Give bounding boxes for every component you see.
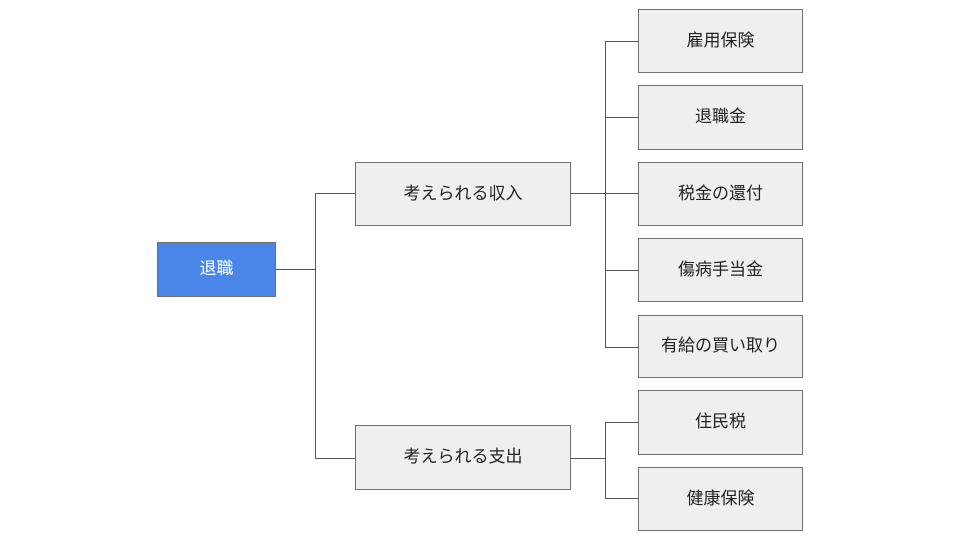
- income-child-connector-5: [605, 347, 638, 348]
- income-child-connector-3: [605, 193, 638, 194]
- leaf-node-paid-leave-buyout: 有給の買い取り: [638, 315, 803, 378]
- income-child-connector-4: [605, 270, 638, 271]
- expense-connector: [315, 458, 355, 459]
- income-children-stem: [570, 193, 605, 194]
- leaf-node-resident-tax: 住民税: [638, 390, 803, 455]
- leaf-node-sickness-allowance: 傷病手当金: [638, 238, 803, 302]
- expense-child-connector-1: [605, 422, 638, 423]
- expense-children-trunk: [605, 422, 606, 498]
- income-child-connector-1: [605, 41, 638, 42]
- leaf-node-employment-insurance: 雇用保険: [638, 9, 803, 73]
- leaf-node-label: 健康保険: [686, 488, 755, 509]
- income-children-trunk: [605, 41, 606, 347]
- branch-node-income-label: 考えられる収入: [403, 183, 523, 204]
- root-connector: [275, 269, 315, 270]
- leaf-node-tax-refund: 税金の還付: [638, 162, 803, 226]
- leaf-node-label: 住民税: [695, 412, 746, 432]
- leaf-node-label: 税金の還付: [678, 183, 763, 204]
- income-connector: [315, 193, 355, 194]
- leaf-node-label: 退職金: [695, 107, 746, 127]
- leaf-node-label: 有給の買い取り: [661, 336, 780, 356]
- root-node-label: 退職: [199, 259, 234, 279]
- branch-trunk: [315, 193, 316, 458]
- branch-node-expense: 考えられる支出: [355, 425, 571, 490]
- income-child-connector-2: [605, 117, 638, 118]
- branch-node-income: 考えられる収入: [355, 162, 571, 226]
- branch-node-expense-label: 考えられる支出: [403, 447, 523, 467]
- leaf-node-label: 傷病手当金: [678, 259, 763, 280]
- root-node: 退職: [157, 242, 276, 297]
- expense-children-stem: [570, 458, 605, 459]
- leaf-node-label: 雇用保険: [686, 30, 755, 51]
- leaf-node-health-insurance: 健康保険: [638, 467, 803, 531]
- leaf-node-severance-pay: 退職金: [638, 85, 803, 150]
- expense-child-connector-2: [605, 498, 638, 499]
